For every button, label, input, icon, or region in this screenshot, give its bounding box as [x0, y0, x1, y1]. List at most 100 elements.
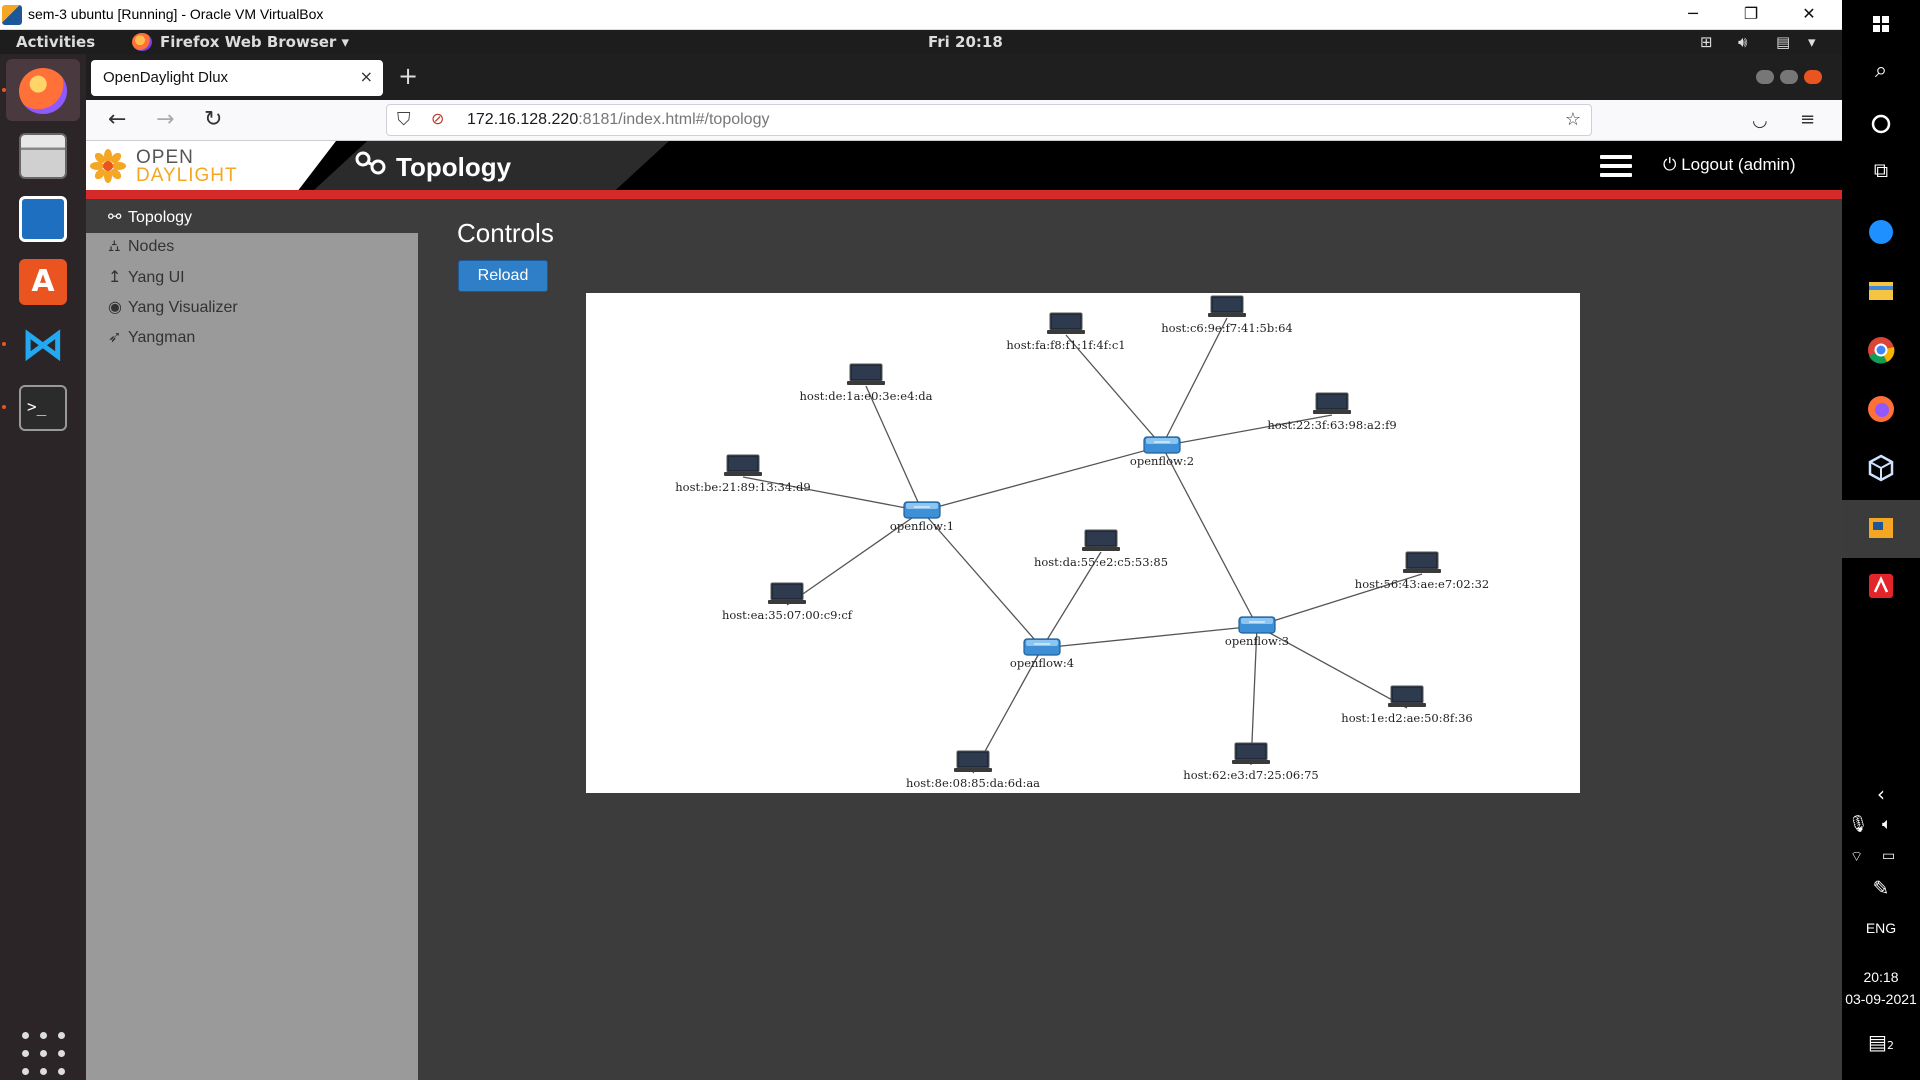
switch-label: openflow:4: [1010, 656, 1074, 670]
volume-icon[interactable]: 🔊︎: [1738, 33, 1748, 51]
shield-icon[interactable]: ⛉: [397, 109, 411, 130]
topology-graph[interactable]: host:fa:f8:f1:1f:4f:c1 host:c6:9e:f7:41:5…: [586, 293, 1580, 793]
speaker-icon[interactable]: 🔈︎: [1882, 814, 1892, 833]
host-node[interactable]: host:62:e3:d7:25:06:75: [1183, 742, 1319, 782]
odl-flower-icon: [90, 149, 126, 183]
controls-heading: Controls: [457, 218, 554, 248]
sidebar-item-nodes[interactable]: ⛼Nodes: [108, 237, 174, 257]
dock-vscode[interactable]: ⋈: [6, 313, 80, 375]
minimize-button[interactable]: ─: [1688, 4, 1698, 23]
sidebar-item-label: Yangman: [128, 329, 196, 346]
sidebar-item-label: Topology: [128, 209, 193, 226]
chrome-icon[interactable]: [1865, 334, 1897, 366]
tab-opendaylight[interactable]: OpenDaylight Dlux ×: [91, 60, 383, 96]
windows-start-icon[interactable]: [1865, 8, 1897, 40]
topology-link: [921, 445, 1163, 512]
safari-icon[interactable]: [1865, 216, 1897, 248]
new-tab-button[interactable]: +: [398, 62, 419, 90]
host-node[interactable]: host:be:21:89:13:34:d9: [675, 454, 811, 494]
system-menu-arrow-icon[interactable]: ▾: [1808, 33, 1816, 51]
sidebar-item-yang-ui[interactable]: ↥Yang UI: [108, 267, 185, 287]
reload-button[interactable]: Reload: [458, 260, 548, 292]
menu-icon[interactable]: ≡: [1800, 109, 1816, 130]
topology-canvas[interactable]: host:fa:f8:f1:1f:4f:c1 host:c6:9e:f7:41:5…: [586, 293, 1580, 793]
switch-node[interactable]: openflow:1: [890, 501, 954, 533]
dock-files[interactable]: [6, 124, 80, 186]
microphone-icon[interactable]: 🎙︎: [1848, 814, 1869, 833]
virtualbox-taskbar-icon[interactable]: [1865, 452, 1897, 484]
chevron-left-icon[interactable]: ‹: [1877, 782, 1885, 806]
host-node[interactable]: host:8e:08:85:da:6d:aa: [906, 750, 1040, 790]
host-node[interactable]: host:de:1a:e0:3e:e4:da: [799, 363, 933, 403]
sidebar-item-topology[interactable]: ⚯ Topology: [108, 207, 192, 227]
restore-button[interactable]: ❐: [1743, 4, 1759, 23]
insecure-lock-icon[interactable]: ⊘: [431, 109, 445, 128]
close-button[interactable]: ✕: [1802, 4, 1816, 23]
odl-logo[interactable]: OPEN DAYLIGHT: [86, 141, 336, 190]
host-node[interactable]: host:1e:d2:ae:50:8f:36: [1341, 685, 1473, 725]
dock-writer[interactable]: [6, 187, 80, 249]
firefox-tab-strip: OpenDaylight Dlux × +: [86, 54, 1842, 100]
topology-icon: [354, 150, 388, 183]
show-applications-button[interactable]: [22, 1032, 66, 1076]
sidebar-item-yangman[interactable]: ➶Yangman: [108, 327, 195, 347]
ff-restore-button[interactable]: [1780, 70, 1798, 84]
clock[interactable]: Fri 20:18: [928, 33, 1003, 51]
firefox-taskbar-icon[interactable]: [1865, 393, 1897, 425]
activities-button[interactable]: Activities: [16, 33, 96, 51]
logout-button[interactable]: ⏻ Logout (admin): [1663, 155, 1796, 175]
running-indicator: [2, 88, 6, 92]
host-label: host:da:55:e2:c5:53:85: [1034, 555, 1168, 569]
topology-link: [1250, 625, 1258, 766]
switch-node[interactable]: openflow:2: [1130, 436, 1194, 468]
dock-software[interactable]: A: [6, 250, 80, 312]
topology-link: [865, 385, 923, 512]
dock-firefox[interactable]: [6, 59, 80, 121]
acrobat-icon[interactable]: [1865, 570, 1897, 602]
search-icon[interactable]: ⌕: [1874, 58, 1888, 83]
virtualbox-icon: [2, 5, 22, 25]
vscode-icon: ⋈: [21, 319, 65, 370]
file-explorer-icon[interactable]: [1865, 274, 1897, 306]
ff-close-button[interactable]: [1804, 70, 1822, 84]
task-view-icon[interactable]: ⧉: [1873, 158, 1889, 182]
windows-taskbar: ⌕ ⧉ ‹ 🎙︎ 🔈︎ ⌔ ▭ ✎ ENG 20:18 03-09-2021 ▤…: [1842, 0, 1920, 1080]
cortana-icon[interactable]: [1865, 108, 1897, 140]
host-node[interactable]: host:22:3f:63:98:a2:f9: [1267, 392, 1397, 432]
back-arrow-icon[interactable]: ←: [108, 107, 127, 132]
host-node[interactable]: host:56:43:ae:e7:02:32: [1355, 551, 1489, 591]
ff-minimize-button[interactable]: [1756, 70, 1774, 84]
sidebar: ⚯ Topology ⛼Nodes ↥Yang UI ◉Yang Visualiz…: [86, 199, 418, 1080]
dock-terminal[interactable]: >_: [6, 376, 80, 438]
host-label: host:22:3f:63:98:a2:f9: [1267, 418, 1396, 432]
pen-icon[interactable]: ✎: [1872, 876, 1890, 900]
sidebar-item-yang-visualizer[interactable]: ◉Yang Visualizer: [108, 297, 238, 317]
host-node[interactable]: host:c6:9e:f7:41:5b:64: [1161, 295, 1293, 335]
taskbar-time[interactable]: 20:18: [1863, 969, 1899, 985]
pocket-icon[interactable]: ◡: [1752, 110, 1768, 131]
sidebar-active-bg: [86, 199, 418, 233]
url-path: :8181/index.html#/topology: [578, 111, 770, 128]
switch-node[interactable]: openflow:4: [1010, 638, 1074, 670]
host-node[interactable]: host:ea:35:07:00:c9:cf: [722, 582, 853, 622]
wifi-icon[interactable]: ⌔: [1850, 849, 1864, 865]
network-icon[interactable]: ⊞: [1700, 33, 1713, 51]
host-node[interactable]: host:da:55:e2:c5:53:85: [1034, 529, 1168, 569]
forward-arrow-icon[interactable]: →: [156, 107, 175, 132]
vbox-vm-icon[interactable]: [1865, 512, 1897, 544]
battery-icon[interactable]: ▤: [1776, 33, 1791, 51]
tab-close-icon[interactable]: ×: [359, 67, 373, 86]
url-bar[interactable]: ⛉ ⊘ 172.16.128.220:8181/index.html#/topo…: [386, 104, 1592, 136]
battery-icon[interactable]: ▭: [1882, 848, 1896, 864]
app-menu[interactable]: Firefox Web Browser ▾: [160, 33, 350, 51]
language-indicator[interactable]: ENG: [1865, 920, 1897, 936]
host-node[interactable]: host:fa:f8:f1:1f:4f:c1: [1006, 312, 1126, 352]
taskbar-date[interactable]: 03-09-2021: [1845, 991, 1917, 1007]
bookmark-star-icon[interactable]: ☆: [1564, 109, 1581, 130]
reload-icon[interactable]: ↻: [204, 107, 223, 132]
notification-icon[interactable]: ▤2: [1868, 1030, 1894, 1054]
topology-icon: ⚯: [108, 209, 122, 226]
hamburger-menu-icon[interactable]: [1600, 155, 1632, 177]
switch-node[interactable]: openflow:3: [1225, 616, 1289, 648]
topology-link: [1256, 625, 1408, 709]
